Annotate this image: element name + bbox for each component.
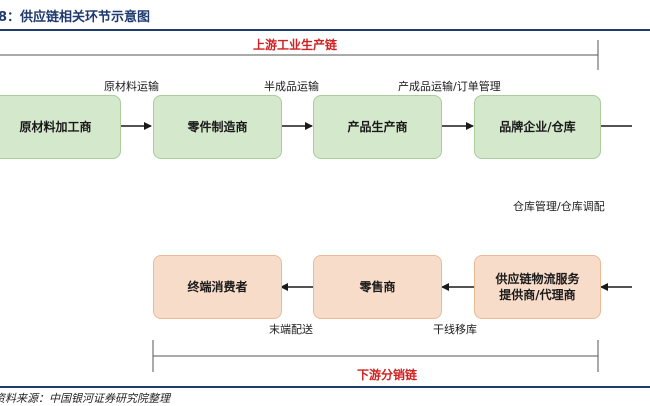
node-label: 原材料加工商 (19, 120, 92, 134)
edge-label-raw-transport: 原材料运输 (104, 80, 159, 93)
node-label-line1: 供应链物流服务 (495, 272, 580, 286)
downstream-bracket-label: 下游分销链 (357, 368, 418, 382)
node-end-consumer: 终端消费者 (153, 255, 282, 319)
figure-title: 8：供应链相关环节示意图 (0, 10, 151, 25)
edge-label-last-mile: 末端配送 (269, 323, 313, 336)
upstream-bracket (0, 40, 599, 70)
node-raw-material-processor: 原材料加工商 (0, 95, 121, 159)
downstream-bracket (152, 340, 599, 372)
warehouse-management-label: 仓库管理/仓库调配 (513, 200, 605, 213)
node-label: 零件制造商 (187, 120, 248, 134)
node-product-manufacturer: 产品生产商 (313, 95, 442, 159)
node-parts-manufacturer: 零件制造商 (153, 95, 282, 159)
edge-label-trunk-transfer: 干线移库 (433, 323, 477, 336)
node-brand-warehouse: 品牌企业/仓库 (474, 95, 601, 159)
edge-label-semi-transport: 半成品运输 (264, 80, 319, 93)
edge-label-finished-transport: 产成品运输/订单管理 (398, 80, 501, 93)
node-logistics-provider: 供应链物流服务 提供商/代理商 (474, 255, 601, 319)
node-label: 零售商 (359, 280, 396, 294)
node-label: 产品生产商 (347, 120, 408, 134)
bottom-rule (0, 386, 650, 388)
upstream-bracket-label: 上游工业生产链 (253, 38, 338, 52)
node-label-line2: 提供商/代理商 (499, 288, 576, 302)
node-label: 终端消费者 (187, 280, 248, 294)
node-label: 品牌企业/仓库 (499, 120, 576, 134)
node-retailer: 零售商 (313, 255, 442, 319)
top-rule (0, 29, 650, 31)
source-note: 资料来源：中国银河证券研究院整理 (0, 392, 170, 405)
